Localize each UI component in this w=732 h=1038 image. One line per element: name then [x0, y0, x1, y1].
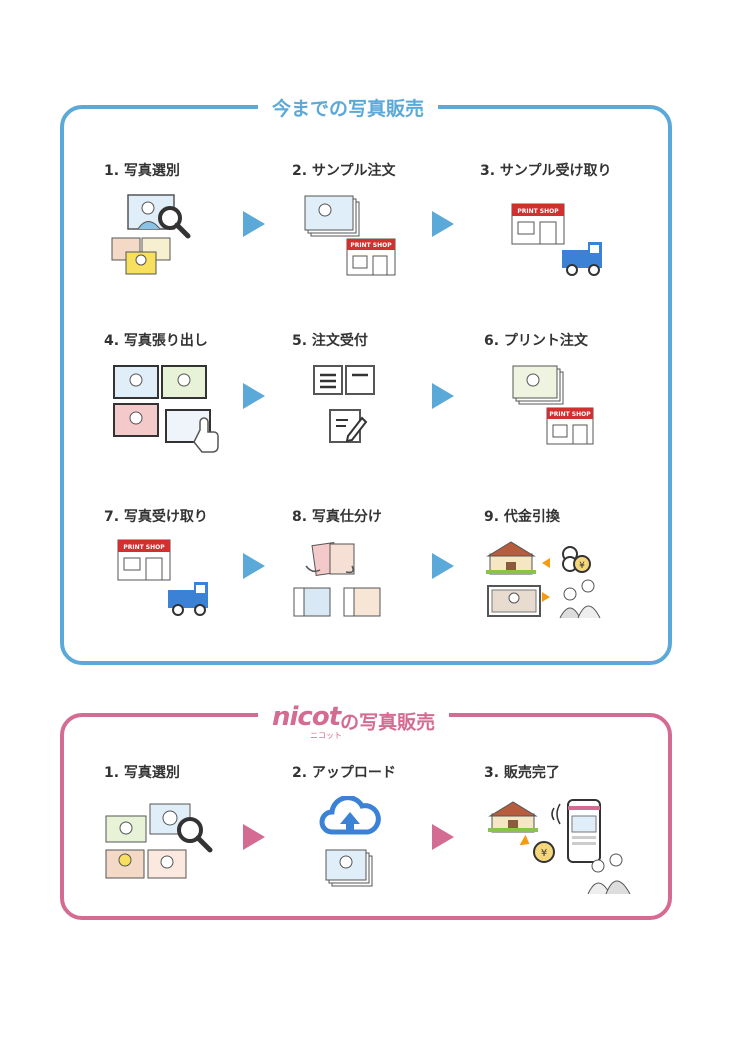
yen-symbol: ¥: [579, 561, 585, 571]
nicot-step-1: 1. 写真選別: [104, 762, 254, 782]
right-arrow-icon: [542, 592, 550, 602]
step-label: 7. 写真受け取り: [104, 509, 208, 525]
left-arrow-icon: [542, 558, 550, 568]
old-step-2: 2. サンプル注文: [292, 160, 442, 180]
cloud-upload-icon: [319, 796, 381, 887]
flow-arrow: [432, 211, 454, 237]
nicot-flow-title: nicot ニコット の写真販売: [258, 702, 450, 740]
old-step-5: 5. 注文受付: [292, 330, 442, 350]
nicot-step-3: 3. 販売完了: [484, 762, 634, 782]
nicot-title-suffix: の写真販売: [340, 711, 436, 734]
signal-icon: [551, 807, 555, 821]
cash-exchange-icon: ¥: [486, 541, 601, 619]
print-shop-sign: PRINT SHOP: [123, 544, 165, 551]
flow-arrow: [432, 553, 454, 579]
nicot-logo-word: nicot: [272, 702, 341, 732]
step-label: 1. 写真選別: [104, 765, 180, 781]
step-label: 3. サンプル受け取り: [480, 163, 612, 179]
order-form-icon: [313, 365, 375, 443]
nicot-logo-reading: ニコット: [310, 731, 342, 740]
step-label: 1. 写真選別: [104, 163, 180, 179]
step-label: 3. 販売完了: [484, 765, 560, 781]
yen-symbol: ¥: [541, 848, 547, 859]
print-shop-delivery-icon: PRINT SHOP: [117, 539, 208, 616]
old-step-9: 9. 代金引換: [484, 506, 634, 526]
step-label: 4. 写真張り出し: [104, 333, 208, 349]
step-label: 5. 注文受付: [292, 333, 368, 349]
photo-search-icon: [111, 194, 191, 275]
old-step-1: 1. 写真選別: [104, 160, 254, 180]
print-shop-sign: PRINT SHOP: [549, 411, 591, 418]
nicot-step-2: 2. アップロード: [292, 762, 442, 782]
old-step-8: 8. 写真仕分け: [292, 506, 442, 526]
flow-arrow: [243, 211, 265, 237]
nicot-logo: nicot ニコット: [272, 702, 342, 740]
step-label: 2. サンプル注文: [292, 163, 396, 179]
photo-search-icon: [105, 803, 213, 879]
photo-sorting-icon: [293, 542, 381, 617]
flow-arrow: [243, 824, 265, 850]
old-step-3: 3. サンプル受け取り: [480, 160, 630, 180]
print-shop-sign: PRINT SHOP: [517, 208, 559, 215]
old-step-7: 7. 写真受け取り: [104, 506, 254, 526]
print-shop-order-icon: PRINT SHOP: [304, 195, 396, 276]
flow-arrow: [243, 553, 265, 579]
old-step-4: 4. 写真張り出し: [104, 330, 254, 350]
right-arrow-icon: [519, 834, 530, 846]
flow-arrow: [243, 383, 265, 409]
step-label: 8. 写真仕分け: [292, 509, 382, 525]
flow-arrow: [432, 383, 454, 409]
print-shop-order-icon: PRINT SHOP: [512, 365, 594, 445]
photo-board-icon: [113, 365, 219, 453]
step-label: 9. 代金引換: [484, 509, 560, 525]
flow-arrow: [432, 824, 454, 850]
print-shop-sign: PRINT SHOP: [350, 242, 392, 249]
step-label: 2. アップロード: [292, 765, 396, 781]
print-shop-delivery-icon: PRINT SHOP: [511, 203, 602, 276]
step-label: 6. プリント注文: [484, 333, 588, 349]
smartphone-sale-icon: ¥: [488, 799, 631, 895]
old-flow-title: 今までの写真販売: [258, 94, 439, 121]
old-step-6: 6. プリント注文: [484, 330, 634, 350]
